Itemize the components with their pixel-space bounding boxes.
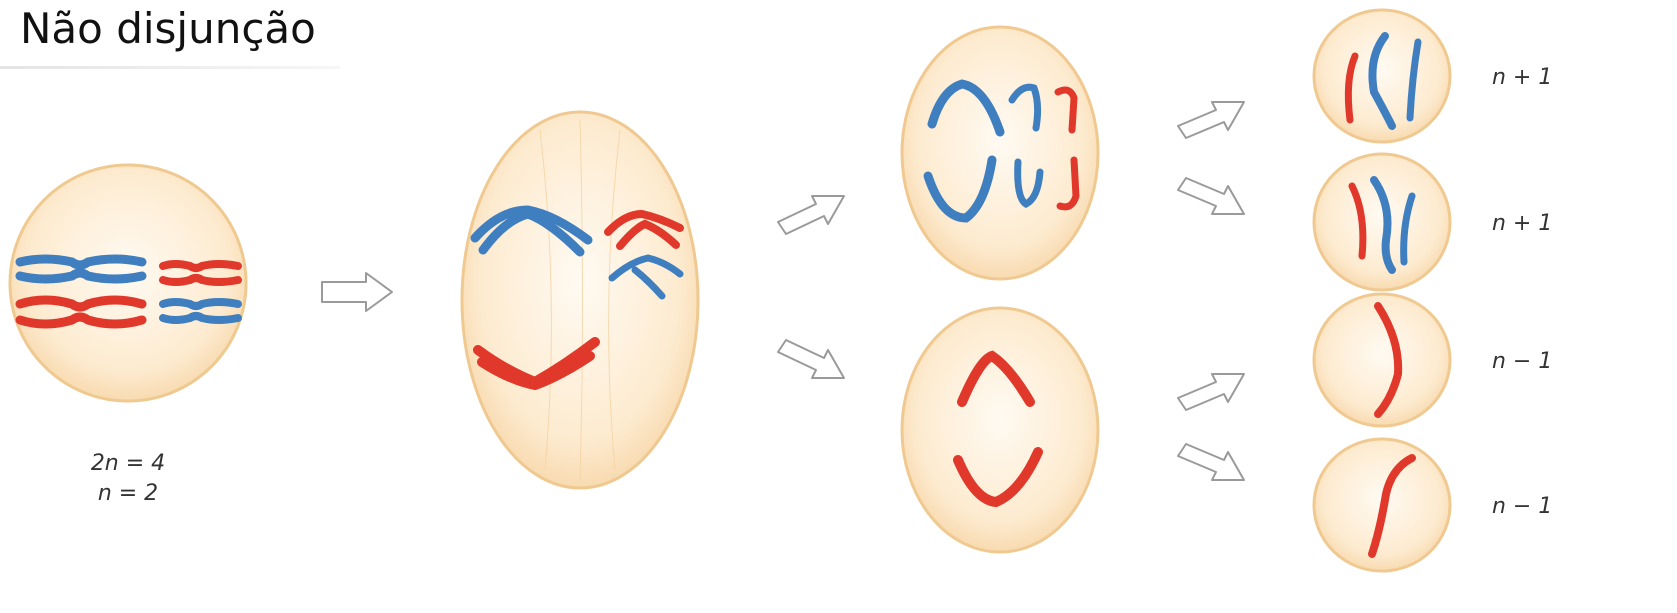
arrow-up-right-icon [778, 196, 844, 234]
arrow-to-gamete-3-icon [1178, 374, 1244, 410]
gamete-4-label: n − 1 [1492, 494, 1552, 519]
arrow-to-gamete-2-icon [1178, 178, 1244, 214]
gamete-1-label: n + 1 [1492, 65, 1552, 90]
gamete-3 [1314, 294, 1450, 426]
arrow-to-gamete-1-icon [1178, 102, 1244, 138]
gamete-4 [1314, 439, 1450, 571]
haploid-label: n = 2 [98, 481, 158, 506]
parent-cell [10, 165, 246, 401]
meiosis-two-upper-cell [902, 27, 1098, 279]
meiosis-one-cell [462, 112, 698, 488]
meiosis-two-lower-cell [902, 308, 1098, 552]
arrow-right-icon [322, 273, 392, 311]
arrow-down-right-icon [778, 340, 844, 378]
arrow-to-gamete-4-icon [1178, 444, 1244, 480]
ploidy-label: 2n = 4 [91, 451, 165, 476]
gamete-1 [1314, 10, 1450, 142]
gamete-2 [1314, 154, 1450, 290]
gamete-3-label: n − 1 [1492, 349, 1552, 374]
gamete-2-label: n + 1 [1492, 211, 1552, 236]
